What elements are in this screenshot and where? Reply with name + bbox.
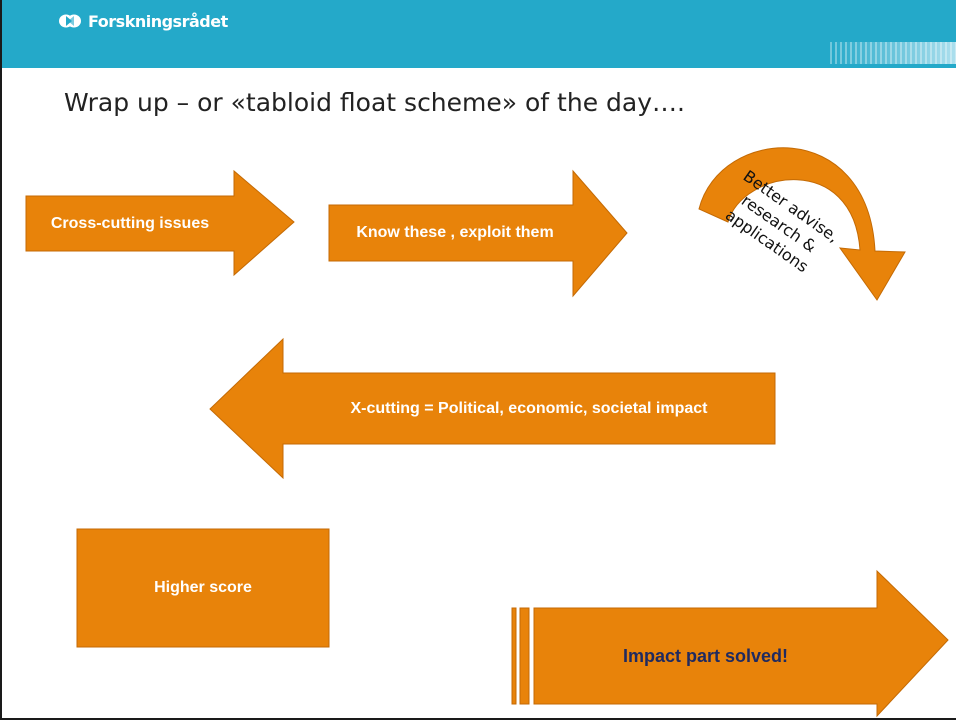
box-higher-score-label: Higher score — [154, 579, 252, 596]
arrow-x-cutting — [209, 337, 776, 480]
arrow-know-these-label: Know these , exploit them — [356, 224, 554, 241]
header-accent-pattern — [830, 42, 956, 64]
arrow-cross-cutting-label: Cross-cutting issues — [50, 214, 210, 232]
striped-arrow-body — [533, 569, 949, 718]
forskningsradet-logo-icon — [59, 14, 81, 28]
slide-title: Wrap up – or «tabloid float scheme» of t… — [64, 88, 685, 117]
logo-text: Forskningsrådet — [88, 11, 228, 31]
striped-arrow-stripe-1 — [511, 607, 517, 705]
arrow-know-these — [328, 169, 628, 298]
striped-arrow-label: Impact part solved! — [622, 645, 789, 666]
header-bar: Forskningsrådet — [2, 0, 956, 68]
curved-arrow — [698, 147, 906, 301]
arrow-x-cutting-label: X-cutting = Political, economic, societa… — [350, 399, 708, 417]
arrow-cross-cutting — [25, 169, 295, 277]
box-higher-score — [76, 528, 330, 648]
logo: Forskningsrådet — [58, 8, 228, 34]
striped-arrow-stripe-2 — [519, 607, 530, 705]
